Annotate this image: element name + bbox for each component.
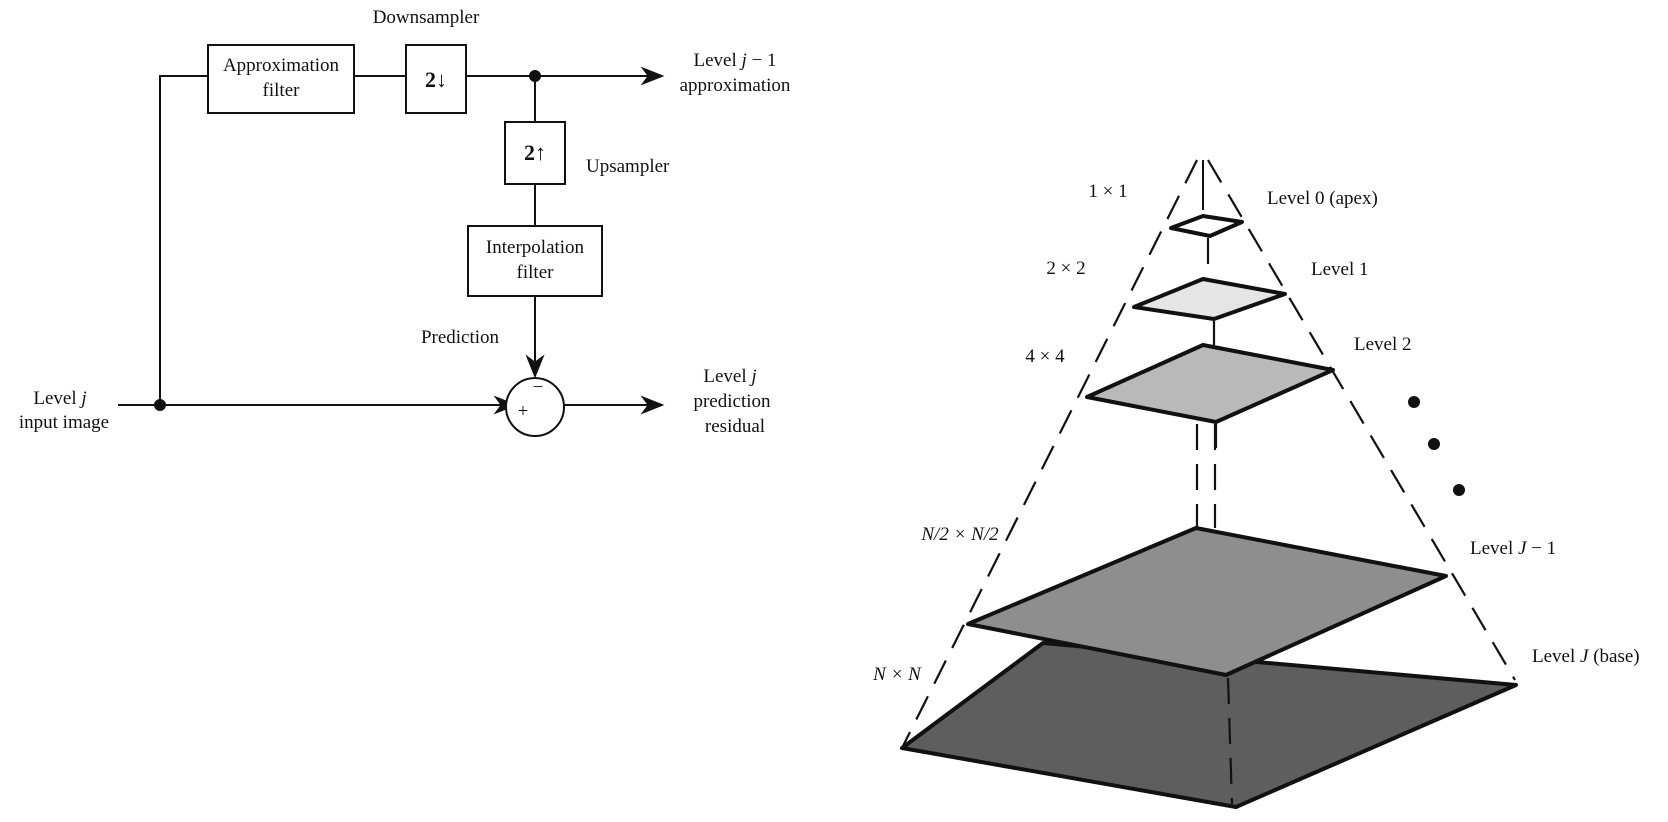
size-label-level-1: 2 × 2 — [1046, 258, 1085, 279]
minus-sign: − — [533, 377, 544, 398]
approximation-filter-label-1: Approximation — [223, 55, 340, 76]
block-diagram: Approximation filter 2↓ Downsampler Leve… — [19, 7, 791, 437]
level-name-0: Level 0 (apex) — [1267, 188, 1378, 209]
branch-line — [159, 75, 208, 405]
plane-level-J — [900, 641, 1518, 809]
approximation-filter-box — [207, 44, 355, 114]
interpolation-filter-box — [467, 225, 603, 297]
ellipsis-dot-1 — [1408, 396, 1420, 408]
level-name-J-minus-1: Level J − 1 — [1470, 538, 1556, 559]
ellipsis-dot-3 — [1453, 484, 1465, 496]
plane-level-2 — [1085, 343, 1335, 424]
pyramid-right-edge — [1207, 159, 1516, 681]
plane-level-0 — [1169, 214, 1244, 238]
plus-sign: + — [518, 401, 529, 422]
size-label-level-0: 1 × 1 — [1088, 181, 1127, 202]
input-label-1: Level j — [33, 388, 86, 409]
level-name-2: Level 2 — [1354, 334, 1412, 355]
upsampler-label: Upsampler — [586, 156, 670, 177]
level-name-1: Level 1 — [1311, 259, 1369, 280]
upsampler-symbol: 2↑ — [524, 140, 546, 165]
downsampler-symbol: 2↓ — [425, 67, 447, 92]
summing-junction — [505, 377, 565, 437]
level-name-J: Level J (base) — [1532, 646, 1640, 667]
approximation-output-label-2: approximation — [680, 75, 791, 96]
residual-label-1: Level j — [703, 366, 756, 387]
size-label-level-J: N × N — [872, 664, 922, 685]
residual-label-2: prediction — [693, 391, 771, 412]
prediction-label: Prediction — [421, 327, 500, 348]
image-pyramid: 1 × 1 2 × 2 4 × 4 N/2 × N/2 N × N Level … — [872, 159, 1640, 809]
downsampler-box — [405, 44, 467, 114]
plane-level-J-minus-1 — [966, 526, 1448, 677]
size-label-level-J-minus-1: N/2 × N/2 — [920, 524, 999, 545]
size-label-level-2: 4 × 4 — [1025, 346, 1065, 367]
input-label-2: input image — [19, 412, 109, 433]
interpolation-filter-label-2: filter — [517, 262, 555, 283]
downsampler-label: Downsampler — [373, 7, 480, 28]
plane-level-1 — [1132, 277, 1287, 321]
ellipsis-dot-2 — [1428, 438, 1440, 450]
approximation-output-label-1: Level j − 1 — [693, 50, 776, 71]
axis-segment-4 — [1226, 677, 1234, 805]
approximation-filter-label-2: filter — [263, 80, 301, 101]
interpolation-filter-label-1: Interpolation — [486, 237, 585, 258]
pyramid-left-edge — [901, 159, 1198, 749]
residual-label-3: residual — [705, 416, 765, 437]
